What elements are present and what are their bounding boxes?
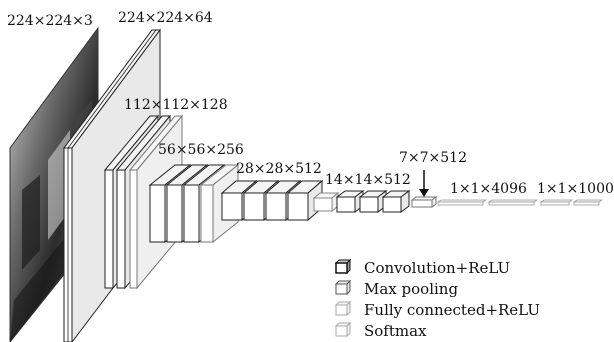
label-conv5-dims: 14×14×512 xyxy=(325,173,411,187)
fc-layer xyxy=(489,200,537,205)
legend-label-softmax: Softmax xyxy=(364,324,427,339)
legend-swatch-conv xyxy=(336,260,350,273)
legend-swatch-softmax xyxy=(336,323,350,336)
label-conv1-dims: 224×224×64 xyxy=(118,11,213,25)
conv5-block xyxy=(360,191,386,212)
legend-label-pool: Max pooling xyxy=(364,282,458,297)
legend-label-fc: Fully connected+ReLU xyxy=(364,303,540,318)
pool4-block xyxy=(314,193,338,211)
label-input-dims: 224×224×3 xyxy=(7,14,93,28)
label-fc-dims: 1×1×4096 xyxy=(450,182,527,196)
conv5-block xyxy=(383,191,409,212)
fc-layer xyxy=(541,200,572,205)
softmax-layer xyxy=(574,200,602,205)
pool5-block xyxy=(412,197,436,207)
legend-swatch-pool xyxy=(336,281,350,294)
legend-label-conv: Convolution+ReLU xyxy=(364,261,510,276)
conv5-block xyxy=(337,191,363,212)
label-conv3-dims: 56×56×256 xyxy=(158,143,244,157)
label-softmax-dims: 1×1×1000 xyxy=(537,182,614,196)
label-conv4-dims: 28×28×512 xyxy=(236,162,322,176)
legend-swatch-fc xyxy=(336,302,350,315)
fc-layer xyxy=(438,200,486,205)
label-pool5-dims: 7×7×512 xyxy=(399,151,467,165)
label-conv2-dims: 112×112×128 xyxy=(124,98,228,112)
pool5-arrow xyxy=(419,170,429,197)
